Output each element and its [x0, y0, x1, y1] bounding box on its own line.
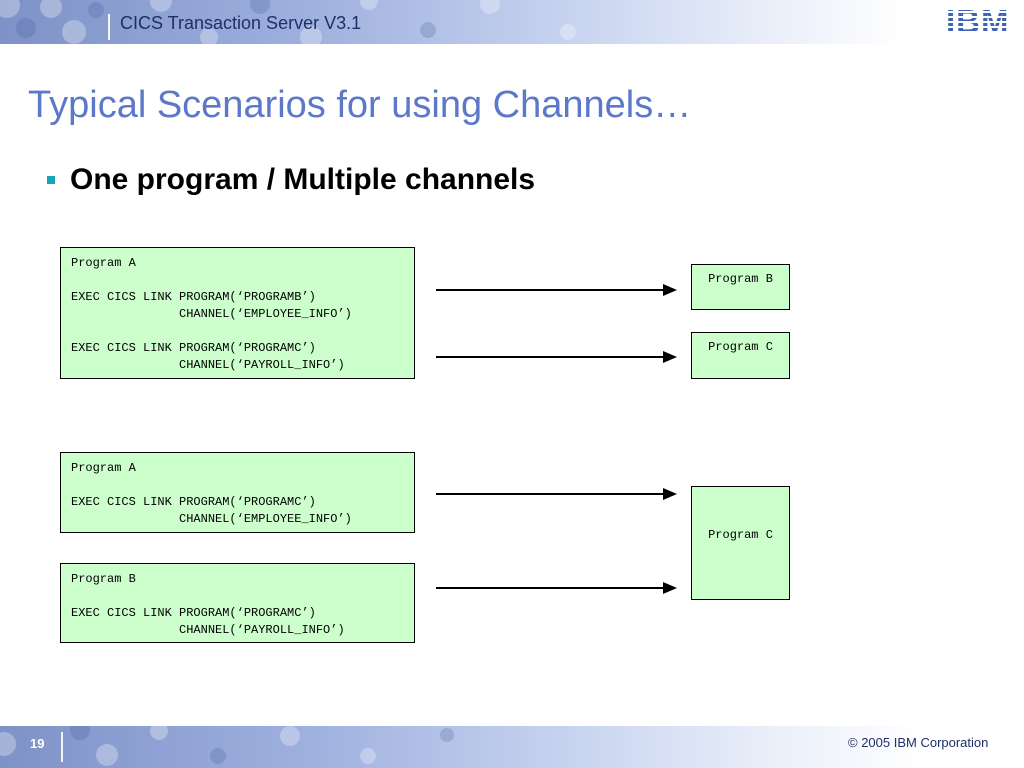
arrow-b-to-program-c	[436, 582, 677, 594]
channel-clause: CHANNEL(‘EMPLOYEE_INFO’)	[71, 307, 352, 321]
decor-dot	[210, 748, 226, 764]
decor-dot	[300, 26, 322, 44]
slide-title: Typical Scenarios for using Channels…	[28, 84, 692, 126]
decor-dot	[62, 20, 86, 44]
copyright-text: © 2005 IBM Corporation	[848, 735, 989, 750]
link-command: EXEC CICS LINK PROGRAM(‘PROGRAMC’)	[71, 495, 316, 509]
bullet-heading: One program / Multiple channels	[70, 163, 536, 196]
bullet-square-icon	[47, 176, 55, 184]
arrow-a-to-program-c	[436, 488, 677, 500]
program-name: Program B	[71, 572, 136, 586]
decor-dot	[560, 24, 576, 40]
page-number: 19	[30, 736, 45, 751]
program-name: Program C	[708, 340, 773, 354]
program-name: Program A	[71, 256, 136, 270]
header-divider	[108, 14, 110, 40]
decor-dot	[40, 0, 62, 18]
scenario1-program-a-box: Program A EXEC CICS LINK PROGRAM(‘PROGRA…	[60, 247, 415, 379]
decor-dot	[440, 728, 454, 742]
link-command: EXEC CICS LINK PROGRAM(‘PROGRAMB’)	[71, 290, 316, 304]
channel-clause: CHANNEL(‘EMPLOYEE_INFO’)	[71, 512, 352, 526]
scenario2-program-a-box: Program A EXEC CICS LINK PROGRAM(‘PROGRA…	[60, 452, 415, 533]
decor-dot	[16, 18, 36, 38]
slide-header: CICS Transaction Server V3.1 IBM	[0, 0, 1024, 44]
slide-footer: 19 © 2005 IBM Corporation	[0, 726, 1024, 768]
decor-dot	[88, 2, 104, 18]
link-command: EXEC CICS LINK PROGRAM(‘PROGRAMC’)	[71, 606, 316, 620]
program-name: Program A	[71, 461, 136, 475]
scenario2-program-b-box: Program B EXEC CICS LINK PROGRAM(‘PROGRA…	[60, 563, 415, 643]
decor-dot	[0, 732, 16, 756]
link-command: EXEC CICS LINK PROGRAM(‘PROGRAMC’)	[71, 341, 316, 355]
decor-dot	[480, 0, 500, 14]
channel-clause: CHANNEL(‘PAYROLL_INFO’)	[71, 623, 345, 637]
scenario2-program-c-box: Program C	[691, 486, 790, 600]
header-title: CICS Transaction Server V3.1	[120, 13, 362, 33]
decor-dot	[280, 726, 300, 746]
decor-dot	[70, 726, 90, 740]
decor-dot	[150, 0, 172, 12]
decor-dot	[0, 0, 20, 18]
arrow-to-program-c	[436, 351, 677, 363]
decor-dot	[360, 748, 376, 764]
decor-dot	[250, 0, 270, 14]
program-name: Program B	[708, 272, 773, 286]
decor-dot	[96, 744, 118, 766]
scenario1-program-c-box: Program C	[691, 332, 790, 379]
scenario1-program-b-box: Program B	[691, 264, 790, 310]
ibm-logo-text: IBM	[946, 3, 1010, 40]
channel-clause: CHANNEL(‘PAYROLL_INFO’)	[71, 358, 345, 372]
ibm-logo: IBM	[946, 4, 1018, 40]
decor-dot	[420, 22, 436, 38]
decor-dot	[360, 0, 378, 10]
arrow-to-program-b	[436, 284, 677, 296]
footer-divider	[61, 732, 63, 762]
program-name: Program C	[708, 528, 773, 542]
decor-dot	[200, 28, 218, 44]
decor-dot	[150, 726, 168, 740]
